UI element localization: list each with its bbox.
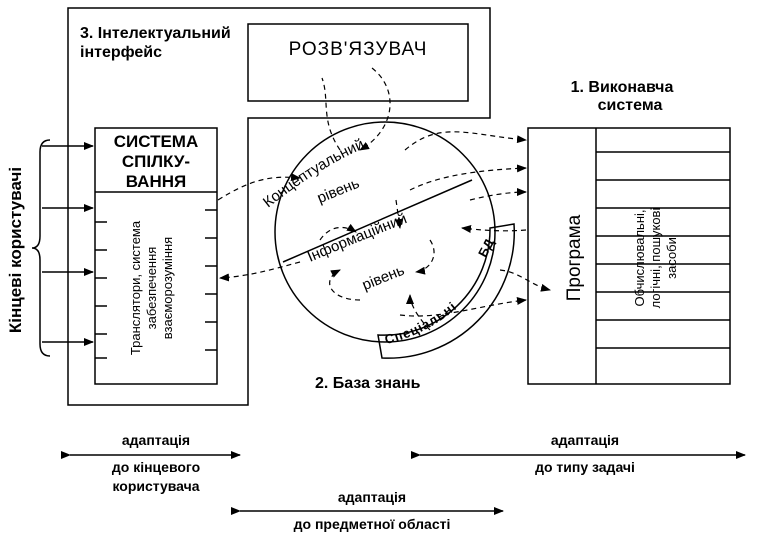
adaptation-task-label-line2: до типу задачі xyxy=(535,459,635,475)
communication-system-label-line2: СПІЛКУ- xyxy=(122,152,190,171)
adaptation-user-label-line2: до кінцевого xyxy=(112,459,200,475)
communication-system-label-line3: ВАННЯ xyxy=(126,172,186,191)
solver-label: РОЗВ'ЯЗУВАЧ xyxy=(289,39,428,60)
level-divider xyxy=(282,179,473,263)
translators-right-ticks xyxy=(205,209,217,351)
adaptation-user-label-line1: адаптація xyxy=(122,432,190,448)
intelligent-interface-frame xyxy=(67,7,491,406)
translators-label: Транслятори, система забезпечення взаємо… xyxy=(128,220,175,355)
executive-system-box xyxy=(527,127,731,385)
program-label: Програма xyxy=(564,214,585,301)
knowledge-base-circle xyxy=(274,121,496,343)
dashed-flows xyxy=(217,67,551,331)
translators-left-ticks xyxy=(95,221,107,359)
information-level-label-line1: Інформаційний xyxy=(305,210,409,265)
adaptation-domain-label-line1: адаптація xyxy=(338,489,406,505)
intelligent-interface-label-line1: 3. Інтелектуальний xyxy=(80,25,231,42)
conceptual-level-label-line2: рівень xyxy=(315,175,362,207)
svg-text:Обчислювальні,: Обчислювальні, xyxy=(632,209,647,306)
end-users-brace xyxy=(31,139,51,357)
conceptual-level-label-line1: Концептуальний xyxy=(260,136,367,211)
executive-system-label-line2: система xyxy=(598,97,663,114)
solver-box xyxy=(247,23,469,102)
communication-system-box xyxy=(94,127,218,385)
svg-text:Транслятори, система: Транслятори, система xyxy=(128,220,143,355)
communication-system-label-line1: СИСТЕМА xyxy=(114,132,199,151)
executive-system-label-line1: 1. Виконавча xyxy=(571,79,674,96)
adaptation-domain-label-line2: до предметної області xyxy=(294,516,451,532)
svg-text:забезпечення: забезпечення xyxy=(144,247,159,330)
adaptation-user-label-line3: користувача xyxy=(112,478,199,494)
intelligent-interface-label-line2: інтерфейс xyxy=(80,44,162,61)
svg-text:засоби: засоби xyxy=(664,237,679,279)
knowledge-base-label: 2. База знань xyxy=(315,375,421,392)
adaptation-task-label-line1: адаптація xyxy=(551,432,619,448)
executive-system-rows xyxy=(596,151,730,349)
computational-means-label: Обчислювальні, логічні, пошукові засоби xyxy=(632,208,679,309)
svg-text:логічні, пошукові: логічні, пошукові xyxy=(648,208,663,309)
information-level-label-line2: рівень xyxy=(360,262,407,294)
special-db-label-line2: БД xyxy=(475,236,497,260)
end-user-arrows xyxy=(42,142,94,346)
end-users-label: Кінцеві користувачі xyxy=(6,167,25,333)
svg-text:взаєморозуміння: взаєморозуміння xyxy=(160,237,175,339)
special-db-band xyxy=(377,223,516,359)
